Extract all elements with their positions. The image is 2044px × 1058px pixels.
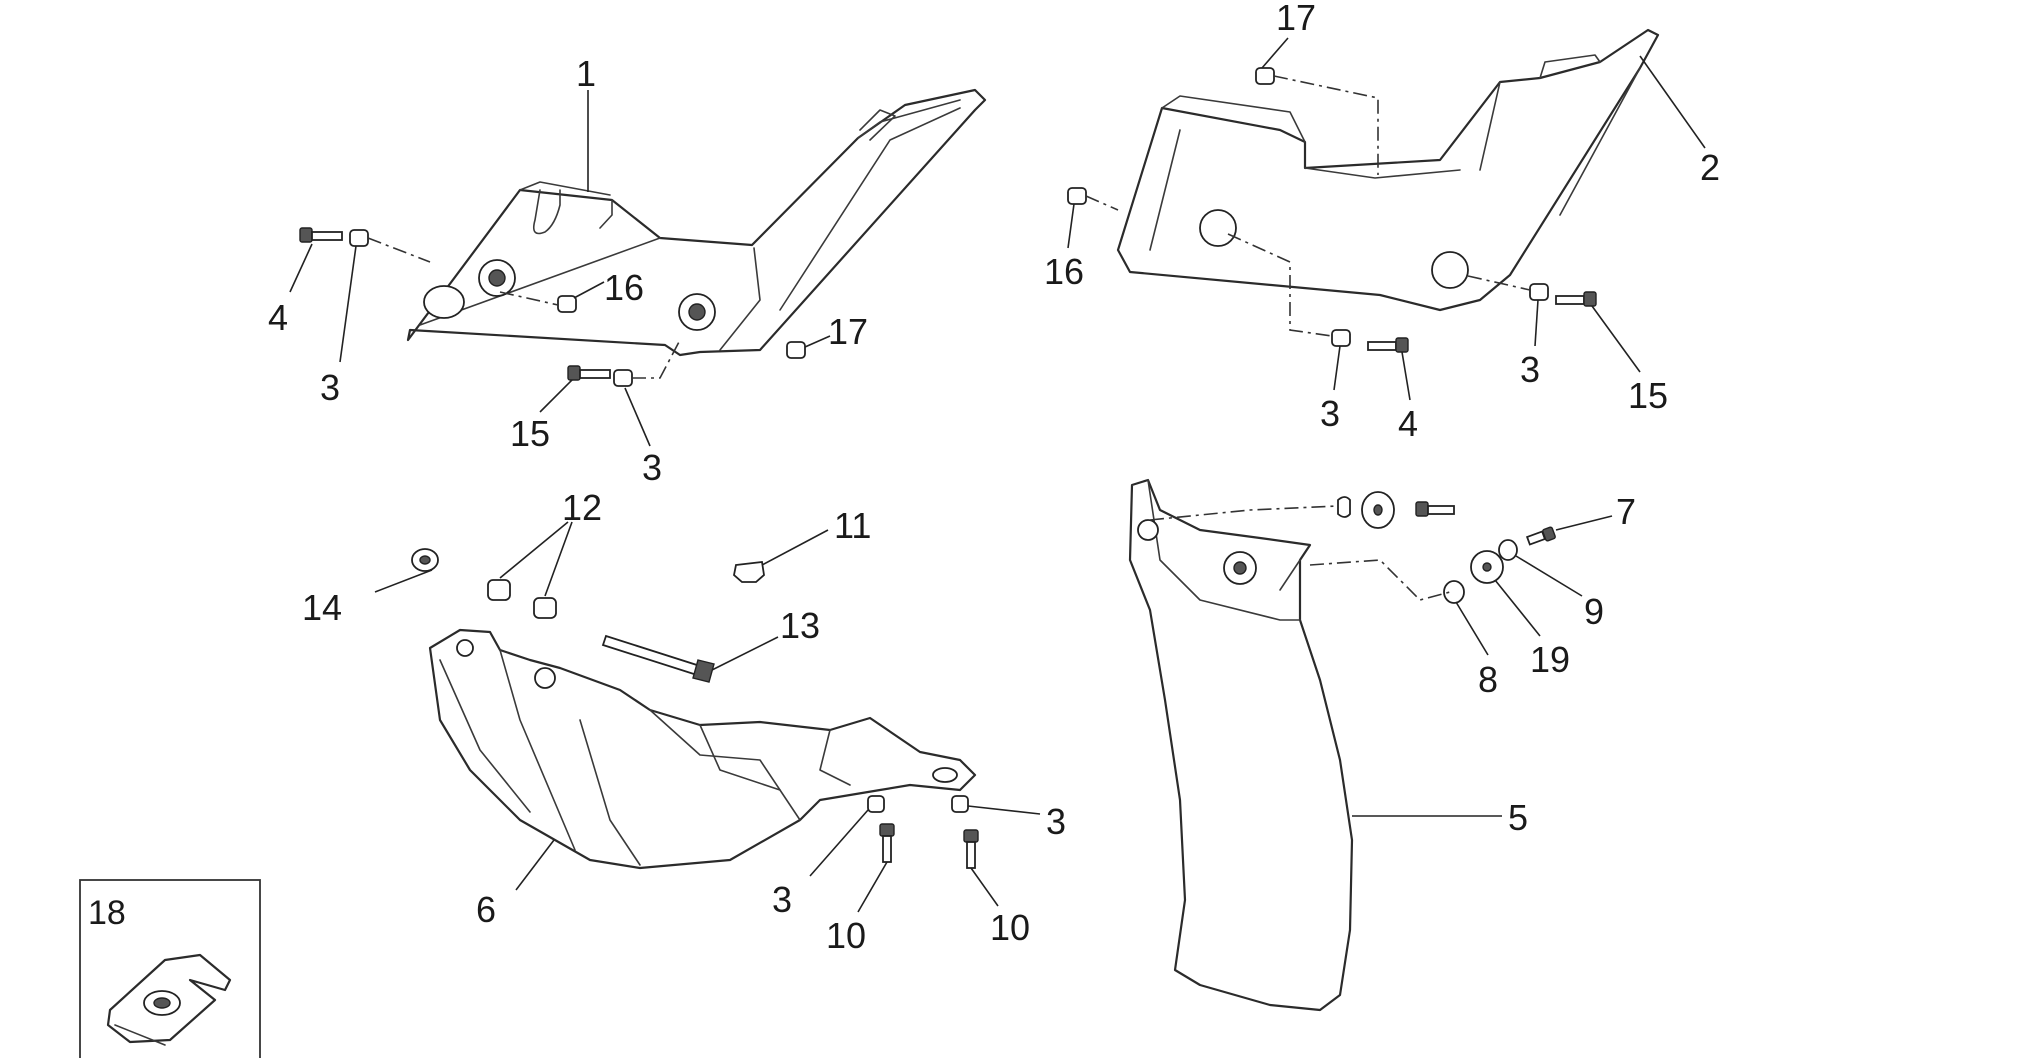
callout-13: 13 <box>780 605 820 646</box>
callout-16: 16 <box>1044 251 1084 292</box>
spacer-icon <box>1067 187 1087 205</box>
screw-icon <box>1555 291 1597 307</box>
spacer-icon <box>786 341 806 359</box>
callout-4: 4 <box>268 297 288 338</box>
callout-labels: 1 2 3 3 3 3 3 3 4 4 5 6 7 8 9 10 10 11 1… <box>268 0 1720 956</box>
callout-11: 11 <box>834 505 871 546</box>
spacer-icon <box>1529 283 1549 301</box>
screw-icon <box>879 823 895 863</box>
spacer-icon <box>1255 67 1275 85</box>
callout-2: 2 <box>1700 147 1720 188</box>
spacer-icon <box>349 229 369 247</box>
callout-9: 9 <box>1584 591 1604 632</box>
part-5-front-guard <box>1128 478 1354 1012</box>
spacer-icon <box>613 369 633 387</box>
part-6-belly-pan <box>428 628 977 870</box>
spacer-icon <box>951 795 969 813</box>
callout-7: 7 <box>1616 491 1636 532</box>
callout-4: 4 <box>1398 403 1418 444</box>
callout-15: 15 <box>510 413 550 454</box>
callout-17: 17 <box>828 311 868 352</box>
callout-3: 3 <box>320 367 340 408</box>
spacer-icon <box>1331 329 1351 347</box>
screw-icon <box>1367 337 1409 353</box>
spacer-icon <box>867 795 885 813</box>
bushing-icon <box>533 597 557 619</box>
callout-6: 6 <box>476 889 496 930</box>
callout-5: 5 <box>1508 797 1528 838</box>
callout-1: 1 <box>576 53 596 94</box>
callout-8: 8 <box>1478 659 1498 700</box>
callout-14: 14 <box>302 587 342 628</box>
screw-icon <box>1415 501 1455 517</box>
spacer-icon <box>557 295 577 313</box>
callout-15: 15 <box>1628 375 1668 416</box>
washer-icon <box>1443 580 1465 604</box>
assembly-lines <box>367 75 1531 601</box>
callout-19: 19 <box>1530 639 1570 680</box>
screw-icon <box>567 365 611 381</box>
clip-icon <box>1337 496 1351 518</box>
callout-10: 10 <box>826 915 866 956</box>
callout-16: 16 <box>604 267 644 308</box>
part-1-left-side-panel <box>406 88 987 357</box>
inset-label: 18 <box>88 894 126 932</box>
screw-icon <box>963 829 979 869</box>
callout-3: 3 <box>1520 349 1540 390</box>
washer-icon <box>1498 539 1518 561</box>
callout-3: 3 <box>772 879 792 920</box>
screw-icon <box>1525 526 1556 546</box>
callout-17: 17 <box>1276 0 1316 38</box>
inset-18-clip: 18 <box>79 879 261 1058</box>
hardware-group <box>299 67 1597 869</box>
leader-lines <box>289 37 1706 913</box>
part-2-right-side-panel <box>1116 28 1660 312</box>
screw-icon <box>299 227 343 243</box>
callout-3: 3 <box>1320 393 1340 434</box>
callout-12: 12 <box>562 487 602 528</box>
grommet-icon <box>733 561 765 583</box>
callout-3: 3 <box>1046 801 1066 842</box>
long-bolt-icon <box>601 634 715 683</box>
callout-10: 10 <box>990 907 1030 948</box>
callout-3: 3 <box>642 447 662 488</box>
bushing-icon <box>487 579 511 601</box>
